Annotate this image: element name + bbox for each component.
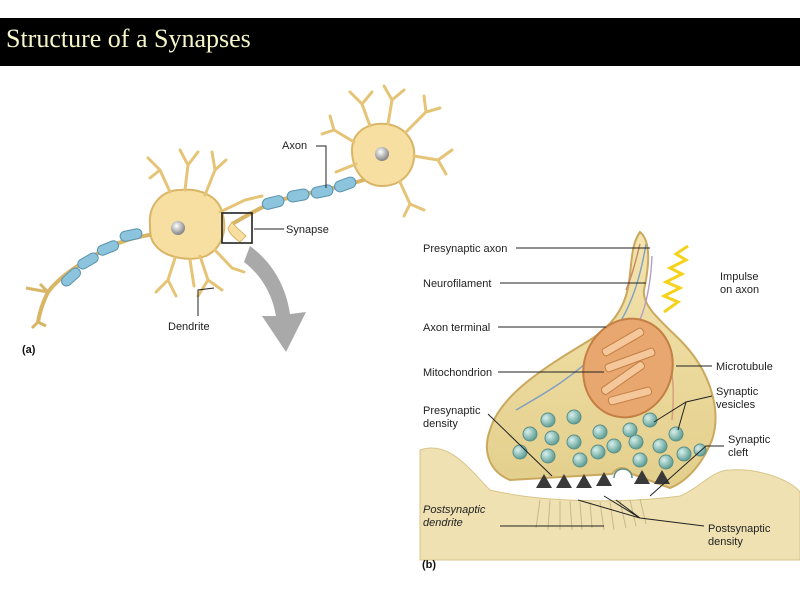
label-microtubule: Microtubule bbox=[716, 361, 773, 373]
label-dendrite: Dendrite bbox=[168, 321, 210, 333]
fusing-vesicle bbox=[613, 468, 633, 479]
synapse-box bbox=[221, 212, 253, 244]
synaptic-cleft-leader bbox=[649, 445, 724, 497]
panel-a-label: (a) bbox=[22, 344, 36, 356]
mitochondrion bbox=[582, 317, 674, 419]
label-synapse: Synapse bbox=[286, 224, 329, 236]
synaptic-vesicles-leader-2 bbox=[677, 401, 687, 431]
impulse-icon bbox=[660, 244, 690, 314]
dendrite-leader bbox=[197, 287, 215, 316]
label-synaptic-vesicles-2: vesicles bbox=[716, 399, 756, 411]
label-presynaptic-axon: Presynaptic axon bbox=[423, 243, 507, 255]
left-neuron bbox=[146, 148, 264, 298]
label-synaptic-vesicles-1: Synaptic bbox=[716, 386, 759, 398]
axon-leader bbox=[316, 145, 327, 188]
label-axon: Axon bbox=[282, 140, 307, 152]
label-presynaptic-density-2: density bbox=[423, 418, 458, 430]
label-synaptic-cleft-2: cleft bbox=[728, 447, 748, 459]
left-nucleus bbox=[171, 221, 185, 235]
right-nucleus bbox=[375, 147, 389, 161]
left-axon bbox=[25, 228, 169, 330]
presynaptic-density bbox=[536, 470, 670, 488]
label-neurofilament: Neurofilament bbox=[423, 278, 491, 290]
label-presynaptic-density-1: Presynaptic bbox=[423, 405, 481, 417]
label-postsynaptic-dendrite-2: dendrite bbox=[423, 517, 463, 529]
synapse-detail bbox=[419, 230, 800, 561]
label-axon-terminal: Axon terminal bbox=[423, 322, 490, 334]
postsynaptic-density-leader bbox=[577, 495, 705, 527]
label-postsynaptic-density-1: Postsynaptic bbox=[708, 523, 771, 535]
axon-connection bbox=[227, 176, 371, 243]
label-postsynaptic-density-2: density bbox=[708, 536, 743, 548]
panel-b-label: (b) bbox=[422, 559, 436, 571]
synaptic-vesicles bbox=[512, 409, 707, 470]
label-postsynaptic-dendrite-1: Postsynaptic bbox=[423, 504, 486, 516]
title-bar: Structure of a Synapses bbox=[0, 18, 800, 66]
presynaptic-density-leader bbox=[487, 413, 553, 477]
right-neuron bbox=[320, 84, 454, 218]
zoom-arrow bbox=[244, 246, 306, 352]
label-impulse-2: on axon bbox=[720, 284, 759, 296]
slide-title: Structure of a Synapses bbox=[6, 24, 251, 53]
label-mitochondrion: Mitochondrion bbox=[423, 367, 492, 379]
neuron-diagram bbox=[25, 84, 454, 352]
label-synaptic-cleft-1: Synaptic bbox=[728, 434, 771, 446]
label-impulse-1: Impulse bbox=[720, 271, 759, 283]
